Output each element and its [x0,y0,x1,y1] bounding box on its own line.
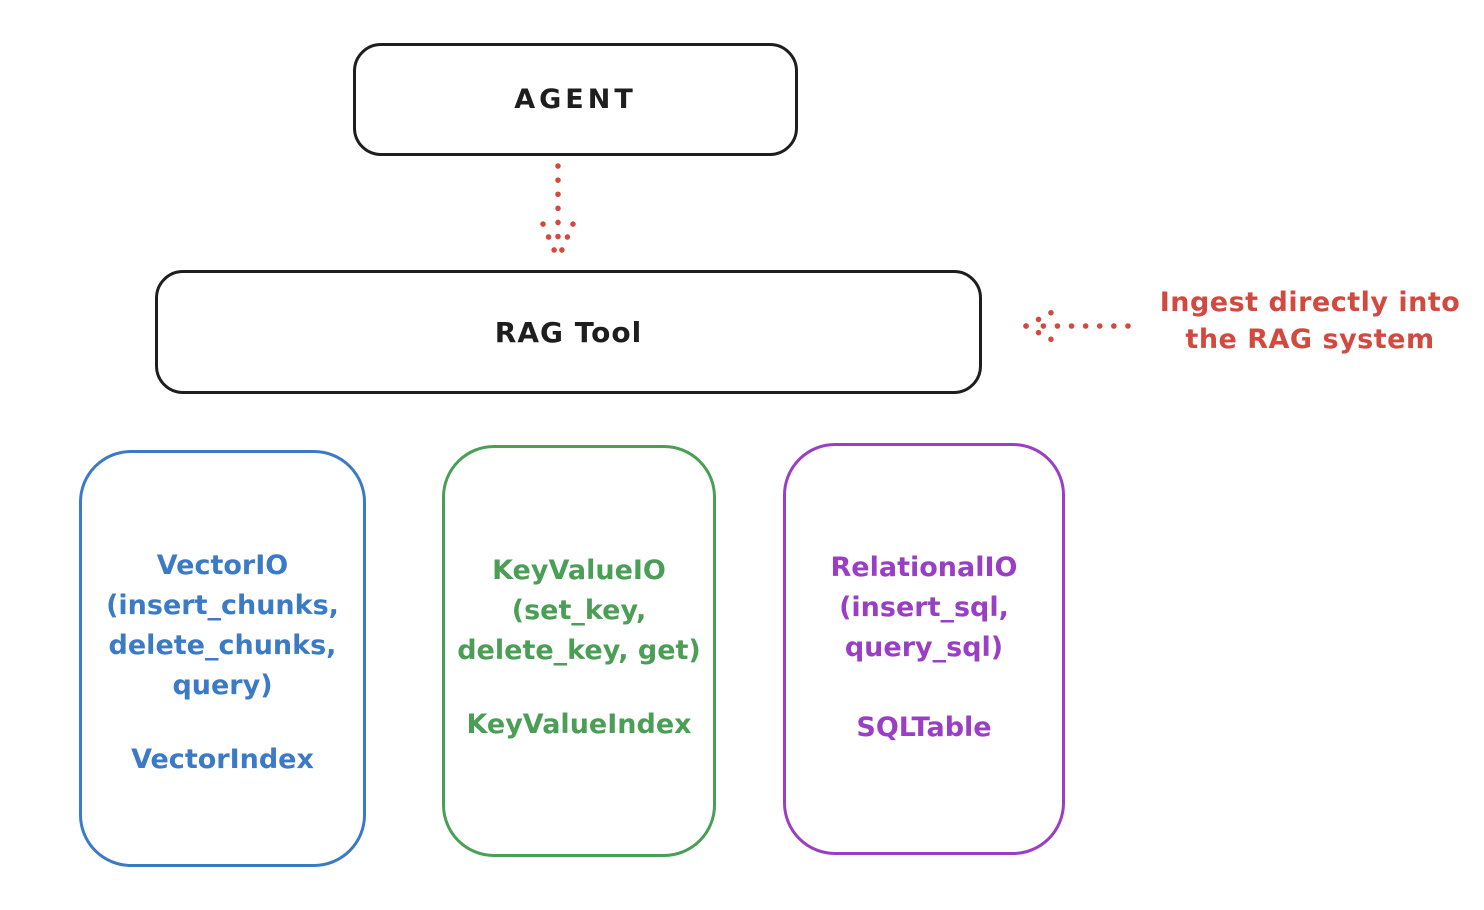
keyvalueio-node: KeyValueIO (set_key, delete_key, get) Ke… [442,445,716,857]
rag-tool-label: RAG Tool [494,315,643,349]
rag-tool-node: RAG Tool [155,270,982,394]
ingest-dotted-arrow-icon [1023,306,1131,346]
agent-label: AGENT [514,84,637,115]
sqltable-label: SQLTable [856,712,992,743]
vectorindex-label: VectorIndex [131,744,314,775]
relationalio-node: RelationalIO (insert_sql, query_sql) SQL… [783,443,1065,855]
ingest-annotation-line2: the RAG system [1185,324,1435,355]
ingest-annotation: Ingest directly into the RAG system [1138,284,1482,358]
vectorio-node: VectorIO (insert_chunks, delete_chunks, … [79,450,366,867]
ingest-annotation-line1: Ingest directly into [1159,287,1461,318]
keyvalueindex-label: KeyValueIndex [466,709,692,740]
vectorio-label: VectorIO (insert_chunks, delete_chunks, … [106,550,339,701]
agent-node: AGENT [353,43,798,156]
relationalio-label: RelationalIO (insert_sql, query_sql) [830,552,1018,663]
keyvalueio-label: KeyValueIO (set_key, delete_key, get) [457,555,701,666]
agent-to-rag-dotted-arrow-icon [540,163,576,262]
